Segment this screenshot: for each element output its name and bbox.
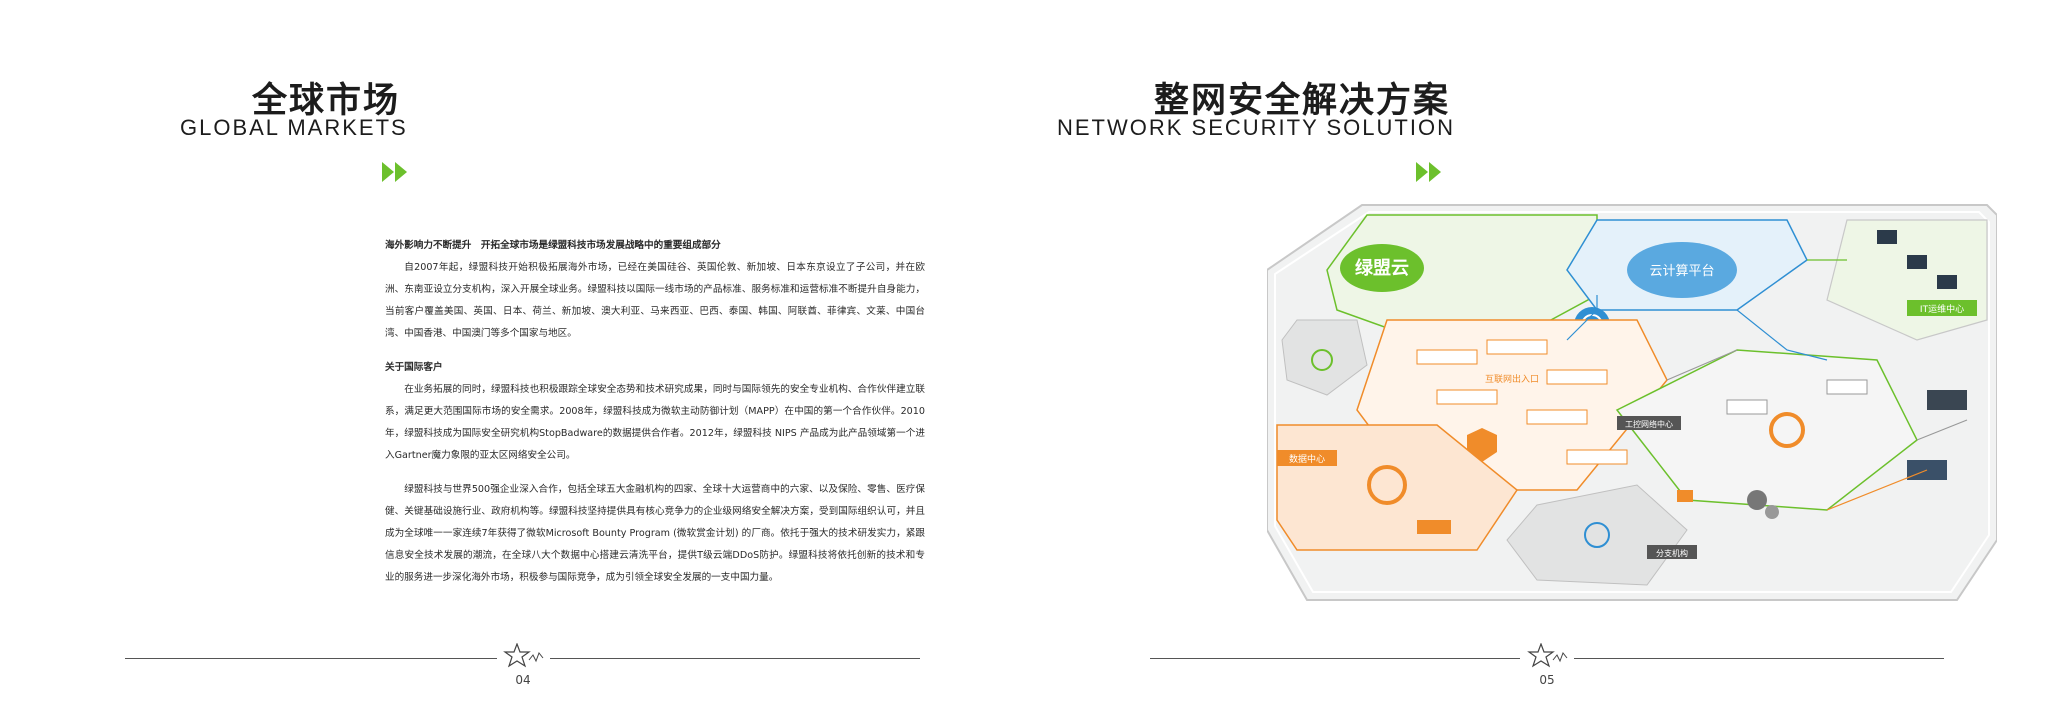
footer-divider: [125, 658, 497, 659]
star-icon: [503, 643, 544, 668]
footer-divider: [1574, 658, 1944, 659]
right-page: 整网安全解决方案 NETWORK SECURITY SOLUTION 绿盟云 云…: [1032, 0, 2064, 723]
section2-heading: 关于国际客户: [385, 362, 443, 373]
section1-paragraph: 自2007年起，绿盟科技开始积极拓展海外市场，已经在美国硅谷、英国伦敦、新加坡、…: [385, 262, 925, 339]
cloud-icon: [1627, 242, 1737, 298]
page-title-en: NETWORK SECURITY SOLUTION: [1057, 115, 1455, 140]
page-title-cn: 全球市场: [252, 81, 401, 121]
double-arrow-icon: [1416, 162, 1441, 182]
page-title-cn: 整网安全解决方案: [1154, 81, 1451, 121]
page-title-en: GLOBAL MARKETS: [180, 115, 408, 140]
brand-label: 绿盟云: [1355, 257, 1409, 279]
internet-center-label: 互联网出入口: [1485, 373, 1539, 385]
page-number: 04: [515, 673, 531, 687]
footer-divider: [1150, 658, 1520, 659]
branch-label: 分支机构: [1656, 548, 1688, 558]
page-number: 05: [1539, 673, 1555, 687]
data-center-label: 数据中心: [1289, 453, 1325, 465]
double-arrow-icon: [382, 162, 407, 182]
cloud-platform-label: 云计算平台: [1649, 264, 1714, 279]
section3-paragraph: 绿盟科技与世界500强企业深入合作，包括全球五大金融机构的四家、全球十大运营商中…: [385, 484, 925, 583]
article-body: 海外影响力不断提升 开拓全球市场是绿盟科技市场发展战略中的重要组成部分 自200…: [385, 235, 925, 589]
footer-divider: [550, 658, 920, 659]
network-security-diagram: 绿盟云 云计算平台 IT运维中心 互联网出入口 数据中心: [1267, 204, 1997, 601]
section2-paragraph: 在业务拓展的同时，绿盟科技也积极跟踪全球安全态势和技术研究成果，同时与国际领先的…: [385, 384, 925, 461]
shield-icon: [1467, 428, 1497, 462]
gear-icon: [1747, 490, 1767, 510]
left-page: 全球市场 GLOBAL MARKETS 海外影响力不断提升 开拓全球市场是绿盟科…: [0, 0, 1032, 723]
it-center-label: IT运维中心: [1920, 303, 1964, 315]
star-icon: [1527, 643, 1568, 668]
industrial-label: 工控网络中心: [1625, 419, 1673, 429]
section1-heading: 海外影响力不断提升 开拓全球市场是绿盟科技市场发展战略中的重要组成部分: [385, 240, 721, 251]
brand-cloud-icon: [1340, 244, 1424, 292]
